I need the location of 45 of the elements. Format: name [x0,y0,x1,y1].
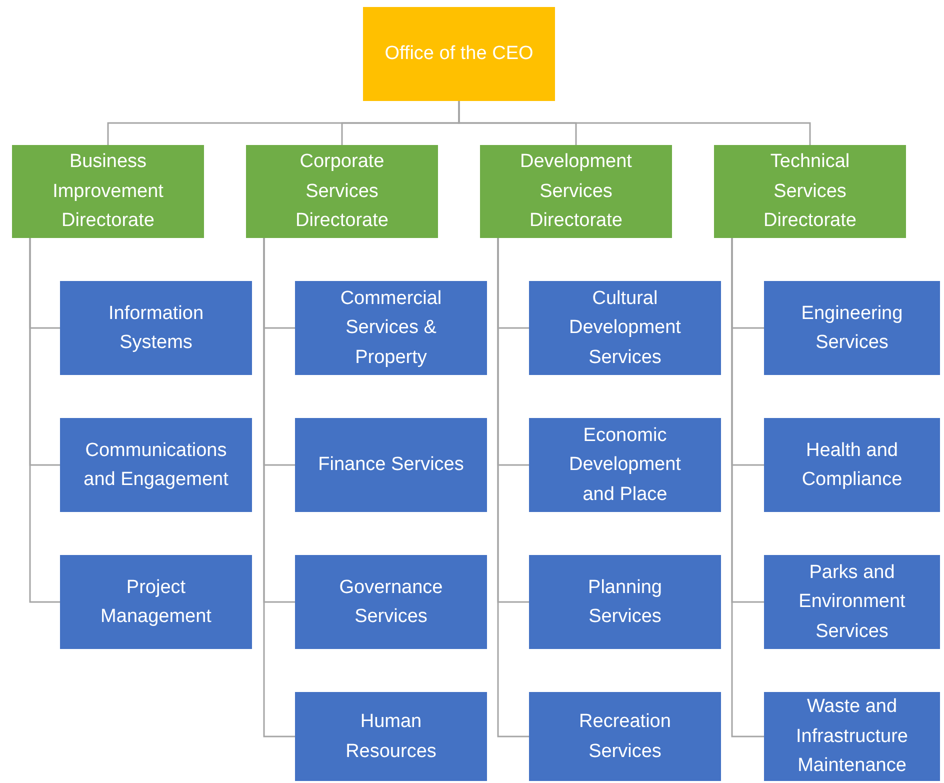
unit-box [529,281,721,375]
unit-box [764,281,940,375]
box-label: Governance Services [338,576,444,629]
box-label: Information Systems [107,302,205,355]
unit-box [60,281,252,375]
connector-line [29,238,60,603]
unit-box [295,692,487,781]
box-label: Economic Development and Place [568,424,682,507]
box-label: Parks and Environment Services [798,560,906,644]
box-label: Engineering Services [800,302,904,355]
unit-box [529,555,721,649]
unit-box [295,418,487,512]
connector-line [263,238,295,738]
box-label: Corporate Services Directorate [294,150,390,234]
box-label: Commercial Services & Property [339,286,443,370]
unit-box [764,418,940,512]
box-label: Finance Services [318,453,464,478]
unit-box [764,555,940,649]
box-label: Development Services Directorate [519,150,633,234]
directorate-box [12,145,204,238]
unit-box [60,555,252,649]
box-label: Communications and Engagement [82,438,230,492]
box-label: Business Improvement Directorate [52,150,164,234]
box-label: Recreation Services [578,710,672,764]
box-label: Planning Services [587,576,663,629]
box-label: Office of the CEO [384,42,534,66]
box-label: Project Management [100,576,212,629]
directorate-box [246,145,438,238]
ceo-box [363,7,555,101]
connector-line [497,238,529,738]
box-label: Health and Compliance [800,438,904,492]
box-label: Technical Services Directorate [762,150,858,234]
directorate-box [480,145,672,238]
connector-line [458,101,811,145]
box-label: Human Resources [344,710,438,764]
unit-box [764,692,940,781]
box-label: Waste and Infrastructure Maintenance [795,695,909,778]
unit-box [529,418,721,512]
unit-box [529,692,721,781]
unit-box [295,555,487,649]
box-label: Cultural Development Services [568,286,682,370]
unit-box [60,418,252,512]
connector-line [731,238,764,738]
directorate-box [714,145,906,238]
unit-box [295,281,487,375]
